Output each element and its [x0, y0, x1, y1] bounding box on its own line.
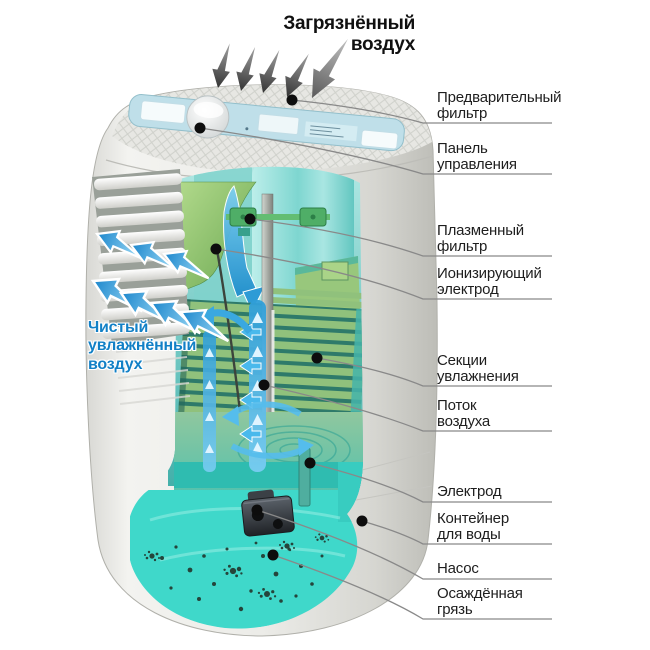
- callout-dots: [194, 94, 368, 561]
- callout-water-container: Контейнер для воды: [437, 510, 509, 544]
- callout-pump: Насос: [437, 560, 479, 577]
- water-highlights: [149, 507, 346, 562]
- clean-air-label: Чистый увлажнённый воздух: [88, 319, 197, 373]
- sediment-specks: [144, 533, 330, 612]
- control-panel: [128, 94, 405, 152]
- leader-lines: [199, 99, 552, 620]
- flow-swirl-arrows: [197, 306, 314, 459]
- body-seams-right: [355, 451, 433, 501]
- airflow-channel: [203, 300, 266, 472]
- callout-prefilter: Предварительный фильтр: [437, 89, 562, 123]
- tank-back-wall: [174, 462, 363, 488]
- callout-air-flow: Поток воздуха: [437, 397, 491, 431]
- bottom-electrode: [298, 447, 311, 507]
- callout-control-panel: Панель управления: [437, 140, 517, 174]
- callout-electrode: Электрод: [437, 483, 502, 500]
- inner-shelf: [295, 256, 360, 312]
- dirty-air-label: Загрязнённый воздух: [283, 13, 415, 56]
- panel-button-left[interactable]: [140, 100, 187, 124]
- water-tank: [130, 490, 363, 629]
- panel-display: [257, 113, 300, 135]
- callout-humidifier-sections: Секции увлажнения: [437, 352, 519, 386]
- callout-ionizing-electrode: Ионизирующий электрод: [437, 265, 542, 299]
- panel-button-right[interactable]: [360, 129, 399, 150]
- callout-plasma-filter: Плазменный фильтр: [437, 222, 524, 256]
- callout-sediment: Осаждённая грязь: [437, 585, 523, 619]
